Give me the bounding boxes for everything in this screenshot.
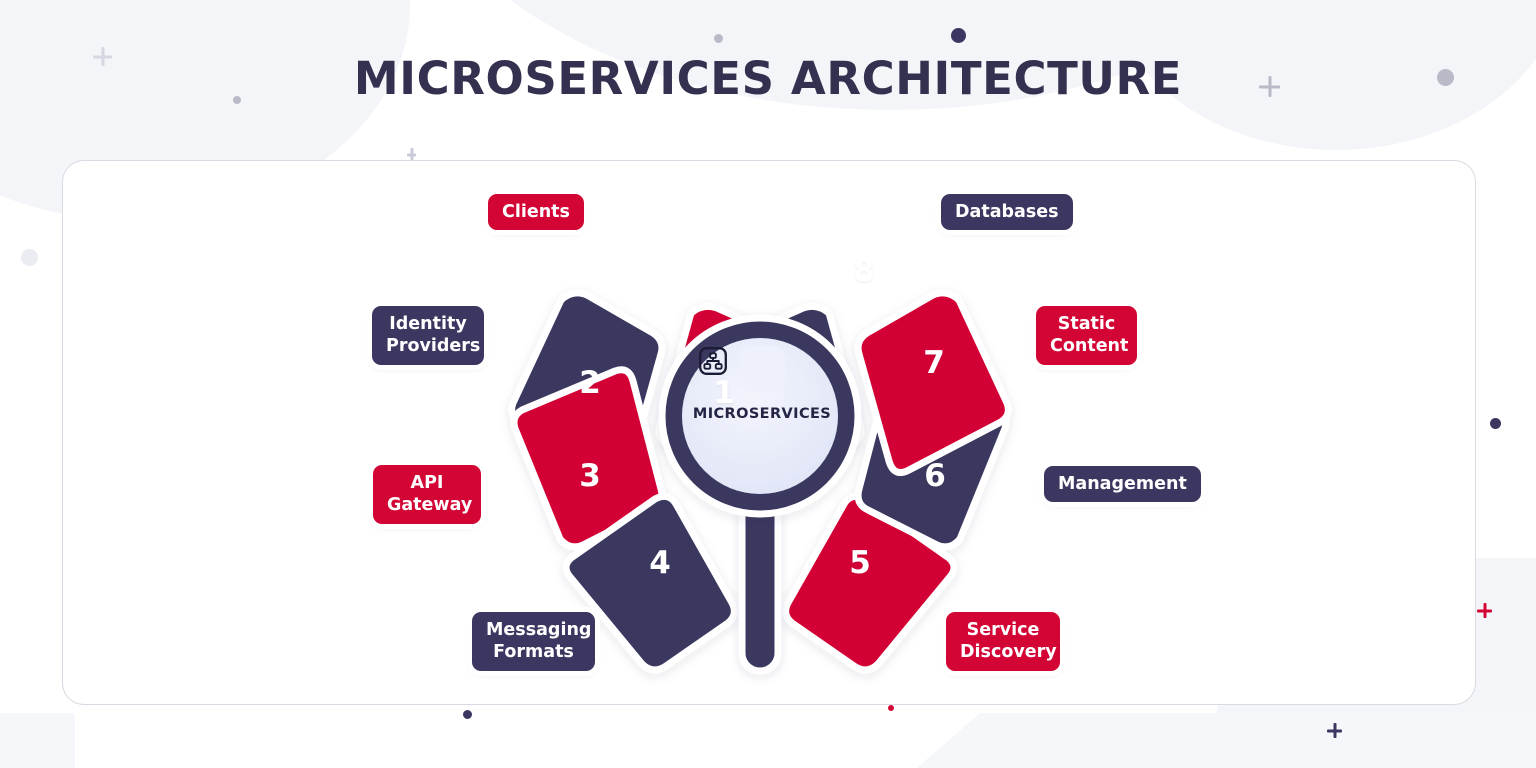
background-strip-bottom — [0, 713, 1536, 768]
wheel-number-1: 1 — [713, 375, 735, 411]
sitemap-glyph — [699, 347, 727, 375]
microservices-wheel-diagram: MICROSERVICES 1 2 3 4 5 6 7 8 — [63, 161, 1477, 706]
wheel-svg — [508, 289, 1012, 675]
navy-dot — [463, 710, 472, 719]
grey-dot — [714, 34, 723, 43]
wheel-number-5: 5 — [849, 545, 871, 581]
callout-messaging-formats[interactable]: Messaging Formats — [472, 612, 595, 671]
wheel-segment-3 — [510, 366, 666, 551]
navy-dot — [951, 28, 966, 43]
callout-clients[interactable]: Clients — [488, 194, 584, 231]
callout-static-content[interactable]: Static Content — [1036, 306, 1137, 365]
wheel-number-2: 2 — [579, 365, 601, 401]
callout-databases[interactable]: Databases — [941, 194, 1073, 231]
magnifier-handle — [738, 487, 782, 675]
center-magnifier — [658, 314, 862, 518]
navy-dot — [1490, 418, 1501, 429]
wheel-number-6: 6 — [924, 458, 946, 494]
wheel-number-7: 7 — [923, 345, 945, 381]
wheel-number-8: 8 — [853, 253, 875, 289]
background-strip-mask — [75, 713, 980, 768]
callout-service-discovery[interactable]: Service Discovery — [946, 612, 1060, 671]
sitemap-icon — [699, 346, 785, 392]
center-content: MICROSERVICES — [693, 346, 831, 456]
diagram-card: MICROSERVICES 1 2 3 4 5 6 7 8 — [62, 160, 1476, 705]
wheel-segment-4 — [562, 492, 738, 674]
wheel-number-4: 4 — [649, 545, 671, 581]
red-plus-icon — [1477, 603, 1492, 618]
light-dot — [21, 249, 38, 266]
wheel-number-3: 3 — [579, 458, 601, 494]
callout-identity-providers[interactable]: Identity Providers — [372, 306, 484, 365]
page-title: MICROSERVICES ARCHITECTURE — [353, 52, 1183, 105]
callout-management[interactable]: Management — [1044, 466, 1201, 503]
center-label: MICROSERVICES — [692, 406, 832, 422]
navy-plus-icon — [1327, 723, 1342, 738]
callout-api-gateway[interactable]: API Gateway — [373, 465, 481, 524]
wheel-segment-7 — [854, 289, 1012, 476]
